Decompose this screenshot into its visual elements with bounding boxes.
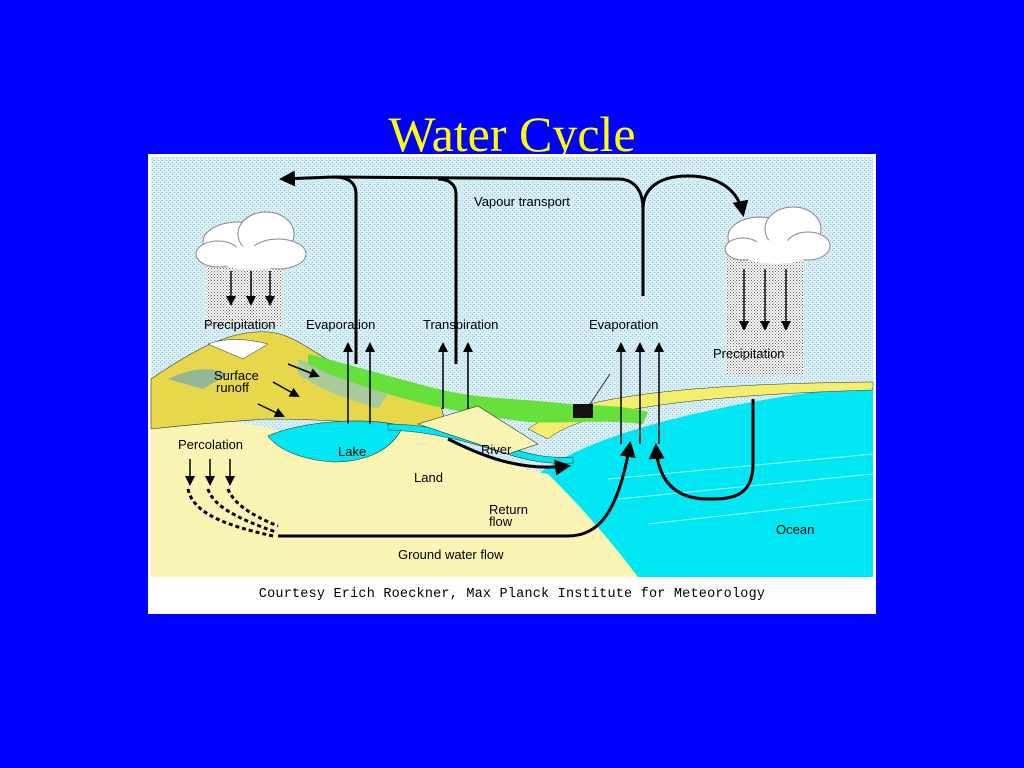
label-percolation: Percolation [178,437,243,452]
figure-credit: Courtesy Erich Roeckner, Max Planck Inst… [258,587,766,602]
label-ground-water-flow: Ground water flow [398,547,504,562]
label-surface: Surface [214,368,259,383]
rain-left [206,261,283,326]
label-runoff: runoff [216,380,249,395]
upward-arrows [343,342,664,444]
ground-water-flow-arrow [278,441,636,538]
lake [267,420,404,463]
cloud-right-icon [724,206,831,264]
label-return: Return [489,502,528,517]
label-land: Land [414,470,443,485]
ocean-body [538,384,873,577]
slide-title: Water Cycle [388,106,636,162]
label-precipitation-left: Precipitation [204,317,276,332]
vegetation [308,354,648,424]
label-transpiration: Transpiration [423,317,498,332]
return-flow-arrow [447,437,571,476]
percolation-arrows [185,459,235,486]
label-precipitation-right: Precipitation [713,346,785,361]
label-river: River [481,442,512,457]
runoff-arrows [257,363,320,418]
label-vapour-transport: Vapour transport [474,194,570,209]
label-flow: flow [489,514,513,529]
factory-icon [573,404,593,418]
vapour-transport-arrows [279,170,749,364]
label-evaporation-left: Evaporation [306,317,375,332]
precipitation-arrows [226,269,791,331]
label-evaporation-right: Evaporation [589,317,658,332]
label-ocean: Ocean [776,522,814,537]
ocean-loop-arrow [648,399,755,501]
water-cycle-figure: Vapour transport Precipitation Evaporati… [148,154,876,614]
water-cycle-diagram: Vapour transport Precipitation Evaporati… [148,154,876,584]
cloud-left-icon [195,211,307,270]
label-lake: Lake [338,444,366,459]
percolation-dashes [186,488,279,538]
